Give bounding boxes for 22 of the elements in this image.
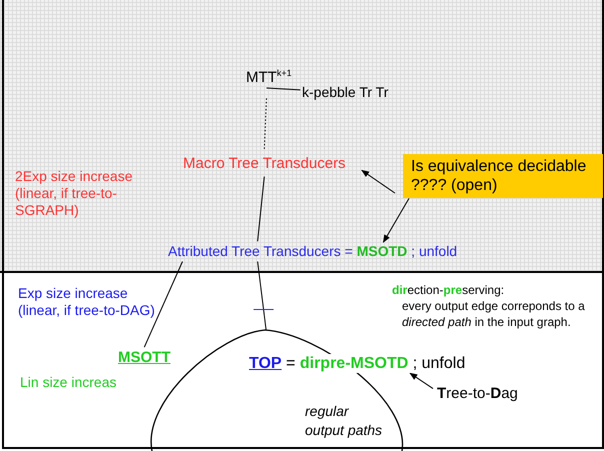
- callout-box: Is equivalence decidable ???? (open): [403, 154, 603, 198]
- connector-line: [266, 88, 301, 90]
- annotation-text: direction-preserving:: [392, 283, 504, 298]
- arrow: [382, 198, 410, 243]
- connector-line: [257, 176, 265, 242]
- annotation-text: 2Exp size increase (linear, if tree-to-SGRAPH): [15, 168, 134, 218]
- annotation-text: Lin size increas: [20, 374, 116, 391]
- annotation-text: every output edge correponds to a directed path in the input graph.: [402, 298, 586, 330]
- node-label: Macro Tree Transducers: [183, 155, 346, 173]
- connector-line: [257, 261, 267, 330]
- connector-line: [144, 261, 183, 348]
- arrow: [409, 372, 434, 390]
- node-label: MTT$^{k+1}$: [246, 68, 292, 87]
- dotted-line: [264, 98, 267, 150]
- node-label: TOP = dirpre-MSOTD ; unfold: [247, 354, 468, 374]
- node-label: Attributed Tree Transducers = MSOTD ; unfold: [168, 243, 458, 260]
- region-label: regular output paths: [305, 402, 384, 440]
- arrow: [361, 170, 396, 194]
- node-label: k-pebble Tr Tr: [302, 84, 388, 101]
- node-label: MSOTT: [118, 349, 170, 367]
- node-label: Tree-to-Dag: [437, 385, 518, 403]
- annotation-text: Exp size increase (linear, if tree-to-DAG): [18, 285, 156, 319]
